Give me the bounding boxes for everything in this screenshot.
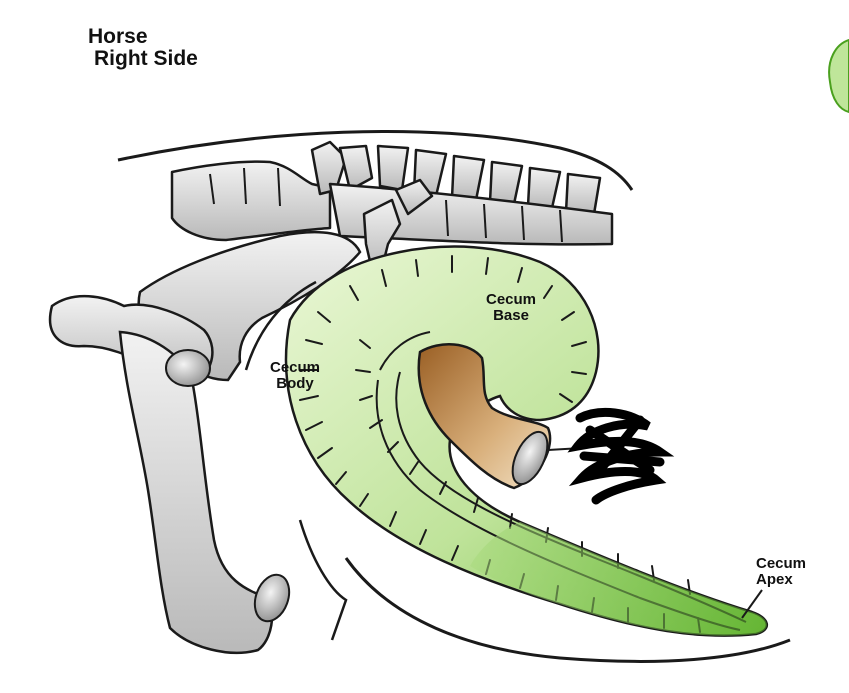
label-cecum-apex-line2: Apex: [756, 570, 793, 588]
label-cecum-body: Cecum Body: [270, 360, 320, 392]
cecum-apex: [470, 522, 767, 636]
vertebra-separators: [209, 167, 563, 243]
apex-pointer: [741, 589, 763, 619]
redacted-label-scribble: [567, 408, 675, 505]
abdominal-wall: [244, 280, 317, 371]
label-cecum-base-line1: Cecum: [486, 291, 537, 308]
label-cecum-body-line1: Cecum: [270, 359, 321, 376]
cecum-body: [284, 245, 768, 637]
edge-green-fragment: [828, 38, 849, 114]
knee-joint: [253, 573, 291, 623]
ileum-opening: [511, 430, 549, 486]
spine: [170, 140, 614, 272]
diagram-title: Horse Right Side: [88, 25, 198, 71]
label-cecum-base: Cecum Base: [486, 292, 536, 324]
title-line-1: Horse: [88, 25, 148, 48]
label-cecum-apex-line1: Cecum: [756, 555, 807, 572]
title-line-2: Right Side: [94, 47, 198, 71]
femur-shaft: [118, 330, 274, 654]
hip-joint: [165, 349, 211, 387]
label-cecum-apex: Cecum Apex: [756, 556, 806, 588]
label-cecum-body-line2: Body: [276, 374, 314, 392]
flank-line: [298, 519, 348, 641]
label-cecum-base-line2: Base: [493, 306, 529, 324]
belly-outline: [344, 557, 791, 663]
back-outline: [117, 129, 634, 191]
